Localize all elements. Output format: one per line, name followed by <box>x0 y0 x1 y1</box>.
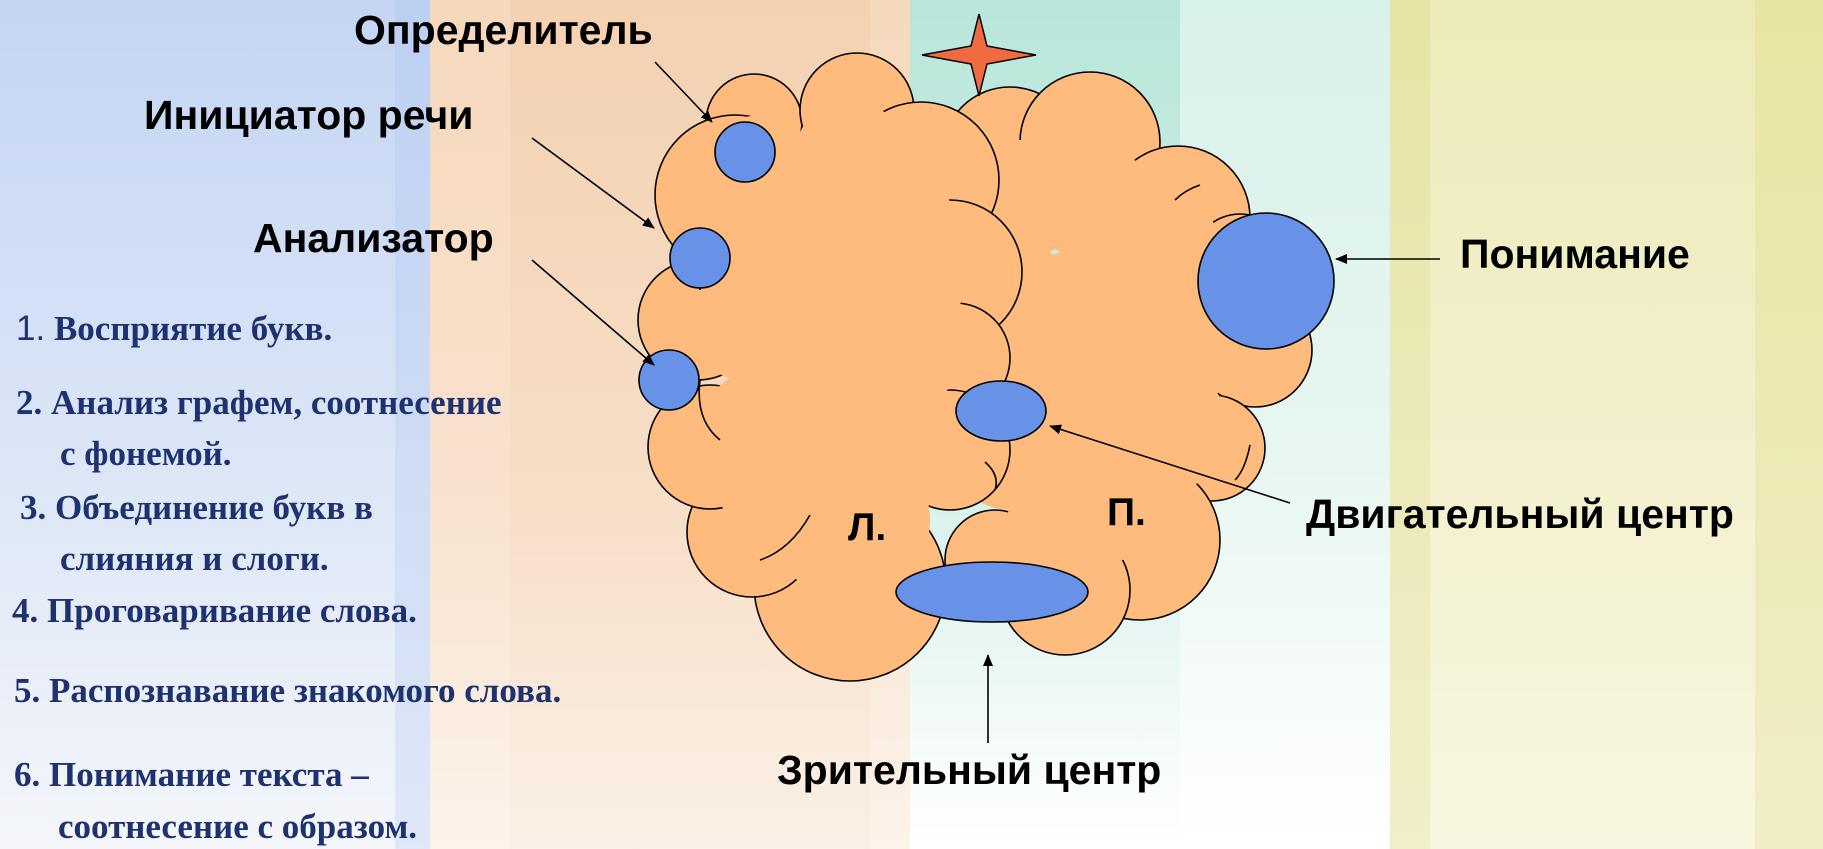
visual-center-label: Зрительный центр <box>777 750 1161 791</box>
left-hemisphere-label: Л. <box>848 508 886 547</box>
step-3-line-2: слияния и слоги. <box>60 541 329 576</box>
speech-initiator-arrow <box>532 138 654 228</box>
right-hemisphere-label: П. <box>1107 493 1146 532</box>
speech-initiator-label: Инициатор речи <box>144 95 474 136</box>
analyzer-label: Анализатор <box>253 218 494 259</box>
speech-initiator-center <box>670 228 730 288</box>
step-1-number: 1. <box>16 309 45 348</box>
motor-center <box>956 381 1046 441</box>
step-6-line-2: соотнесение с образом. <box>58 809 417 844</box>
step-2-line-1: 2. Анализ графем, соотнесение <box>16 385 502 420</box>
determiner-center <box>715 122 775 182</box>
determiner-arrow <box>655 62 712 122</box>
determiner-label: Определитель <box>354 10 653 51</box>
understanding-center <box>1198 213 1334 349</box>
step-3-line-1: 3. Объединение букв в <box>20 490 373 525</box>
step-4: 4. Проговаривание слова. <box>12 593 417 628</box>
step-5: 5. Распознавание знакомого слова. <box>14 673 561 708</box>
step-2-line-2: с фонемой. <box>60 436 232 471</box>
step-1: 1. Восприятие букв. <box>16 311 332 346</box>
understanding-label: Понимание <box>1460 234 1690 275</box>
motor-center-label: Двигательный центр <box>1306 494 1734 535</box>
star-icon <box>922 14 1036 96</box>
step-1-text: Восприятие букв. <box>45 309 332 348</box>
analyzer-arrow <box>532 260 654 365</box>
step-6-line-1: 6. Понимание текста – <box>14 757 369 792</box>
visual-center <box>896 562 1088 622</box>
